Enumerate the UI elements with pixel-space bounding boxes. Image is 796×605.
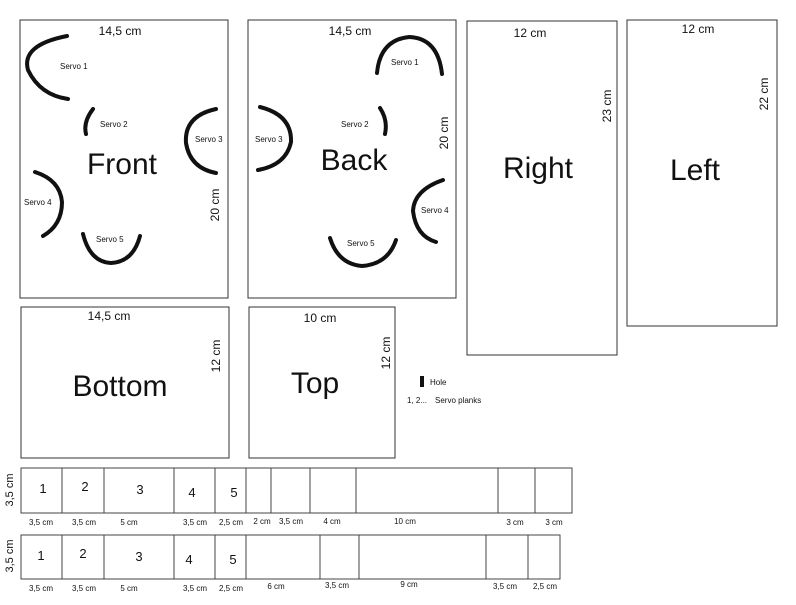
strip-1-outline xyxy=(20,467,573,514)
back-servo-1-cutout xyxy=(375,34,444,76)
legend: Hole 1, 2... Servo planks xyxy=(407,376,481,405)
strip-1-plank-number: 4 xyxy=(188,485,195,500)
strip-2-segment-width: 9 cm xyxy=(400,580,418,589)
strip-2-plank-number: 1 xyxy=(37,548,44,563)
strip-1-plank-number: 5 xyxy=(230,485,237,500)
strip-2-segment-width: 2,5 cm xyxy=(533,582,557,591)
right-panel: 12 cm 23 cm Right xyxy=(466,20,618,356)
back-height-label: 20 cm xyxy=(437,117,451,150)
strip-2-segment-width: 3,5 cm xyxy=(325,581,349,590)
bottom-height-label: 12 cm xyxy=(209,340,223,373)
legend-hole-label: Hole xyxy=(430,378,447,387)
front-servo-3-cutout xyxy=(183,107,218,175)
strip-1-plank-number: 2 xyxy=(81,479,88,494)
right-width-label: 12 cm xyxy=(514,26,547,40)
legend-planks-label: Servo planks xyxy=(435,396,481,405)
hole-marker-icon xyxy=(420,376,424,387)
back-servo-2-label: Servo 2 xyxy=(341,120,369,129)
top-panel-name: Top xyxy=(291,367,339,400)
back-servo-1-label: Servo 1 xyxy=(391,58,419,67)
top-width-label: 10 cm xyxy=(304,311,337,325)
strip-2-segment-width: 3,5 cm xyxy=(29,584,53,593)
strip-2-segment-width: 5 cm xyxy=(120,584,138,593)
strip-2-segment-width: 6 cm xyxy=(267,582,285,591)
left-panel-name: Left xyxy=(670,154,721,187)
strip-1-segment-width: 2 cm xyxy=(253,517,271,526)
strip-2-plank-number: 5 xyxy=(229,552,236,567)
left-width-label: 12 cm xyxy=(682,22,715,36)
strip-2-segment-width: 3,5 cm xyxy=(183,584,207,593)
top-panel-outline xyxy=(248,306,396,459)
strip-1-segment-width: 5 cm xyxy=(120,518,138,527)
strip-1-segment-width: 3 cm xyxy=(545,518,563,527)
front-panel-outline xyxy=(19,19,229,299)
back-servo-4-cutout xyxy=(410,178,445,244)
legend-planks-key: 1, 2... xyxy=(407,396,427,405)
back-servo-5-cutout xyxy=(328,236,398,269)
front-servo-2-label: Servo 2 xyxy=(100,120,128,129)
back-panel-outline xyxy=(247,19,457,299)
front-servo-4-cutout xyxy=(33,170,65,238)
front-servo-1-cutout xyxy=(25,34,70,101)
back-servo-3-cutout xyxy=(256,105,294,172)
bottom-panel-name: Bottom xyxy=(72,370,167,403)
left-panel-outline xyxy=(626,19,778,327)
strip-row-2: 3,5 cm 1 2 3 4 5 3,5 cm 3,5 cm 5 cm 3,5 … xyxy=(4,534,561,593)
back-servo-2-cutout xyxy=(378,106,388,136)
front-panel-name: Front xyxy=(87,148,158,181)
strip-2-plank-number: 4 xyxy=(185,552,192,567)
back-panel-name: Back xyxy=(321,144,389,177)
strip-1-segment-width: 3 cm xyxy=(506,518,524,527)
strip-1-segment-width: 3,5 cm xyxy=(72,518,96,527)
top-height-label: 12 cm xyxy=(379,337,393,370)
strip-2-outline xyxy=(20,534,561,580)
strip-1-segment-width: 10 cm xyxy=(394,517,416,526)
bottom-width-label: 14,5 cm xyxy=(88,309,131,323)
strip-1-segment-width: 4 cm xyxy=(323,517,341,526)
front-servo-5-label: Servo 5 xyxy=(96,235,124,244)
strip-1-height-label: 3,5 cm xyxy=(4,473,16,506)
strip-1-plank-number: 1 xyxy=(39,481,46,496)
back-servo-3-label: Servo 3 xyxy=(255,135,283,144)
back-width-label: 14,5 cm xyxy=(329,24,372,38)
strip-1-segment-width: 3,5 cm xyxy=(279,517,303,526)
strip-2-segment-width: 3,5 cm xyxy=(493,582,517,591)
front-width-label: 14,5 cm xyxy=(99,24,142,38)
strip-1-segment-width: 3,5 cm xyxy=(183,518,207,527)
right-panel-name: Right xyxy=(503,152,574,185)
left-height-label: 22 cm xyxy=(757,78,771,111)
front-panel: 14,5 cm 20 cm Front Servo 1 Servo 2 Serv… xyxy=(19,19,229,299)
back-servo-4-label: Servo 4 xyxy=(421,206,449,215)
front-servo-2-cutout xyxy=(83,107,95,136)
strip-2-plank-number: 3 xyxy=(135,549,142,564)
strip-2-height-label: 3,5 cm xyxy=(4,539,16,572)
right-panel-outline xyxy=(466,20,618,356)
front-height-label: 20 cm xyxy=(208,189,222,222)
back-servo-5-label: Servo 5 xyxy=(347,239,375,248)
strip-2-plank-number: 2 xyxy=(79,546,86,561)
back-panel: 14,5 cm 20 cm Back Servo 1 Servo 2 Servo… xyxy=(247,19,457,299)
strip-2-segment-width: 2,5 cm xyxy=(219,584,243,593)
front-servo-5-cutout xyxy=(81,232,142,266)
front-servo-1-label: Servo 1 xyxy=(60,62,88,71)
right-height-label: 23 cm xyxy=(600,90,614,123)
strip-row-1: 3,5 cm 1 2 3 4 5 3,5 cm 3,5 cm 5 cm 3,5 … xyxy=(4,467,573,527)
strip-1-segment-width: 2,5 cm xyxy=(219,518,243,527)
strip-1-segment-width: 3,5 cm xyxy=(29,518,53,527)
strip-2-segment-width: 3,5 cm xyxy=(72,584,96,593)
left-panel: 12 cm 22 cm Left xyxy=(626,19,778,327)
bottom-panel: 14,5 cm 12 cm Bottom xyxy=(20,306,230,459)
front-servo-4-label: Servo 4 xyxy=(24,198,52,207)
strip-1-plank-number: 3 xyxy=(136,482,143,497)
bottom-panel-outline xyxy=(20,306,230,459)
top-panel: 10 cm 12 cm Top xyxy=(248,306,396,459)
front-servo-3-label: Servo 3 xyxy=(195,135,223,144)
